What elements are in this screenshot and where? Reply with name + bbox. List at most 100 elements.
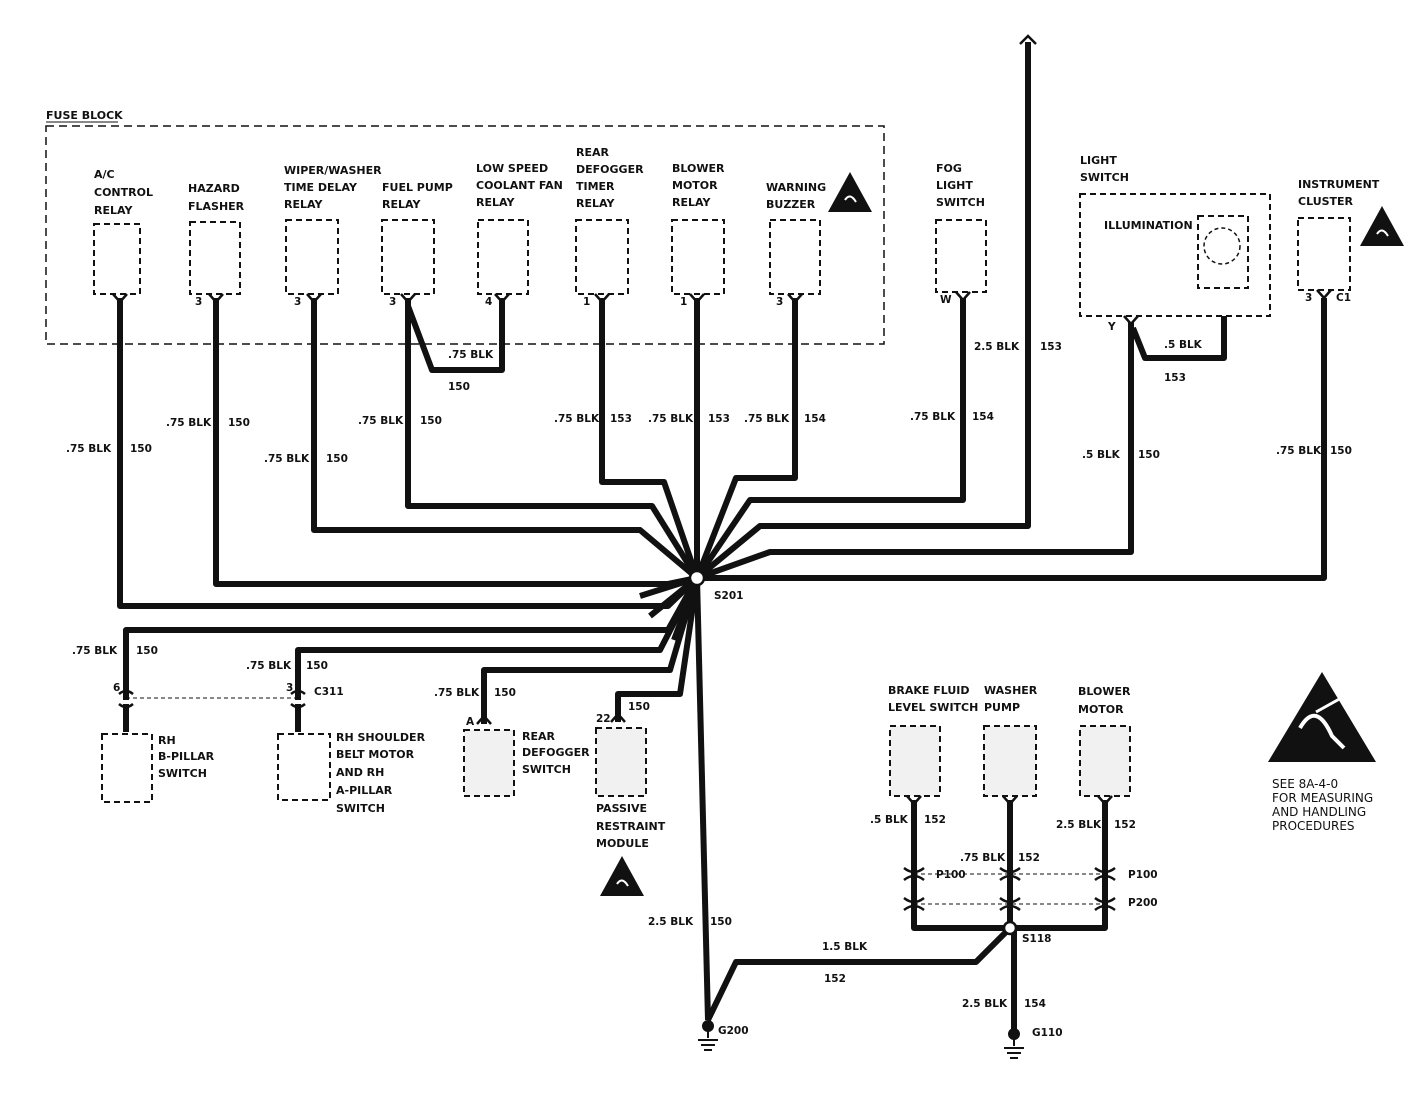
esd-warning-icon <box>1360 206 1404 246</box>
fuse-block: FUSE BLOCK <box>45 109 885 345</box>
label: INSTRUMENT <box>1298 178 1380 191</box>
wire-size: 2.5 BLK <box>962 998 1008 1010</box>
terminals <box>112 34 1332 806</box>
wire-circuit: 150 <box>228 417 250 429</box>
fan-stroke <box>639 575 698 599</box>
wire-circuit: 150 <box>1138 449 1160 461</box>
wire-circuit: 152 <box>1018 852 1040 864</box>
pin-label: A <box>466 716 475 728</box>
blower-motor-box <box>1079 725 1131 797</box>
wire-rear-defog-timer <box>599 298 700 579</box>
wire-circuit: 153 <box>1040 341 1062 353</box>
connector-label: C1 <box>1336 292 1351 304</box>
label: FUEL PUMP <box>382 181 453 194</box>
wiper-box <box>285 219 339 295</box>
label: RESTRAINT <box>596 820 666 833</box>
wire-instrument-cluster <box>697 298 1327 581</box>
ground-label: G200 <box>718 1025 749 1037</box>
wire-size: .75 BLK <box>166 417 212 429</box>
label: COOLANT FAN <box>476 179 563 192</box>
ground-label: G110 <box>1032 1027 1063 1039</box>
label: RELAY <box>476 196 515 209</box>
wire-circuit: 154 <box>972 411 994 423</box>
wire-circuit: 152 <box>924 814 946 826</box>
label: REAR <box>576 146 609 159</box>
label: RELAY <box>284 198 323 211</box>
passive-restraint-box <box>595 727 647 797</box>
wire-circuit: 150 <box>710 916 732 928</box>
label: SWITCH <box>158 767 207 780</box>
pin-label: 3 <box>1305 292 1312 304</box>
wire-size: .75 BLK <box>66 443 112 455</box>
wire-circuit: 150 <box>628 701 650 713</box>
label: PUMP <box>984 701 1020 714</box>
esd-warning-icon <box>600 856 644 896</box>
label: LOW SPEED <box>476 162 548 175</box>
ac-relay-box <box>93 223 141 295</box>
wire-size: .75 BLK <box>72 645 118 657</box>
connector-label: P200 <box>1128 897 1158 909</box>
wire-circuit: 150 <box>136 645 158 657</box>
pin-label: 3 <box>389 296 396 308</box>
wire-circuit: 150 <box>494 687 516 699</box>
wire-size: .5 BLK <box>1082 449 1121 461</box>
note-line: PROCEDURES <box>1272 819 1355 833</box>
wire-rh-b-pillar <box>123 576 700 700</box>
connector-label: C311 <box>314 686 344 698</box>
wire-g200 <box>694 577 711 1021</box>
label: MODULE <box>596 837 649 850</box>
label: WIPER/WASHER <box>284 164 382 177</box>
label: RH SHOULDER <box>336 731 426 744</box>
pin-label: 1 <box>680 296 687 308</box>
label: FOG <box>936 162 962 175</box>
splice-label: S201 <box>714 590 743 602</box>
wire-size: .75 BLK <box>554 413 600 425</box>
note-line: FOR MEASURING <box>1272 791 1373 805</box>
wire-circuit: 153 <box>708 413 730 425</box>
label: DEFOGGER <box>576 163 644 176</box>
washer-pump-box <box>983 725 1037 797</box>
pin-label: 4 <box>485 296 492 308</box>
inline-connectors <box>118 689 1116 912</box>
wire-rh-shoulder <box>295 576 700 700</box>
wire-blower-motor <box>1010 800 1108 931</box>
label: RELAY <box>382 198 421 211</box>
component-labels: A/C CONTROL RELAY HAZARD FLASHER WIPER/W… <box>94 146 1380 850</box>
label: FLASHER <box>188 200 245 213</box>
wire-size: 2.5 BLK <box>1056 819 1102 831</box>
wire-size: .75 BLK <box>264 453 310 465</box>
wire-rear-defog-switch <box>481 577 700 724</box>
label: LEVEL SWITCH <box>888 701 978 714</box>
pin-label: 3 <box>294 296 301 308</box>
connector-label: P100 <box>1128 869 1158 881</box>
label: REAR <box>522 730 555 743</box>
wire-size: .75 BLK <box>648 413 694 425</box>
label: B-PILLAR <box>158 750 215 763</box>
splice-s118-icon <box>1002 920 1018 936</box>
wire-size: .5 BLK <box>1164 339 1203 351</box>
pin-label: 3 <box>286 682 293 694</box>
label: RH <box>158 734 176 747</box>
wire-warning-buzzer <box>694 298 798 580</box>
wire-circuit: 152 <box>824 973 846 985</box>
pin-label: 22 <box>596 713 611 725</box>
blower-relay-box <box>671 219 725 295</box>
rear-defog-timer-box <box>575 219 629 295</box>
lamp-icon <box>1203 227 1241 265</box>
pin-label: 6 <box>113 682 120 694</box>
label: SWITCH <box>1080 171 1129 184</box>
splice-s201-icon <box>688 569 706 587</box>
wire-circuit: 154 <box>804 413 826 425</box>
rh-shoulder-box <box>277 733 331 801</box>
esd-note: SEE 8A-4-0 FOR MEASURING AND HANDLING PR… <box>1272 777 1373 833</box>
fog-switch-box <box>935 219 987 293</box>
pin-label: 1 <box>583 296 590 308</box>
fuel-pump-box <box>381 219 435 295</box>
label: RELAY <box>94 204 133 217</box>
label: AND RH <box>336 766 384 779</box>
label: CONTROL <box>94 186 153 199</box>
wire-size: 2.5 BLK <box>648 916 694 928</box>
label: LIGHT <box>1080 154 1117 167</box>
label: A-PILLAR <box>336 784 393 797</box>
